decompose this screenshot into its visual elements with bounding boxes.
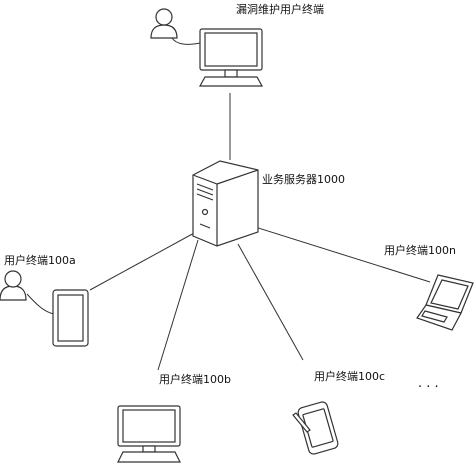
label-terminal-100c: 用户终端100c bbox=[314, 370, 386, 383]
label-business-server: 业务服务器1000 bbox=[262, 173, 345, 186]
desktop-monitor-icon bbox=[117, 405, 181, 463]
tablet-icon bbox=[52, 289, 89, 347]
user-icon bbox=[150, 8, 178, 39]
label-terminal-100a: 用户终端100a bbox=[4, 254, 76, 267]
link-server-100b bbox=[157, 239, 199, 371]
laptop-icon bbox=[416, 274, 474, 331]
label-terminal-100b: 用户终端100b bbox=[159, 373, 231, 386]
link-user-100a bbox=[26, 293, 55, 315]
server-tower-icon bbox=[192, 160, 259, 247]
ellipsis-more-terminals: . . . bbox=[418, 376, 439, 391]
desktop-monitor-icon bbox=[198, 28, 264, 87]
label-maintenance-terminal: 漏洞维护用户终端 bbox=[236, 3, 324, 16]
link-user-maintenance bbox=[171, 37, 201, 45]
user-icon bbox=[0, 270, 27, 301]
smartphone-icon bbox=[292, 401, 339, 455]
link-server-100n bbox=[251, 225, 431, 283]
link-server-100a bbox=[89, 231, 197, 291]
label-terminal-100n: 用户终端100n bbox=[384, 244, 456, 257]
link-server-100c bbox=[237, 243, 304, 361]
